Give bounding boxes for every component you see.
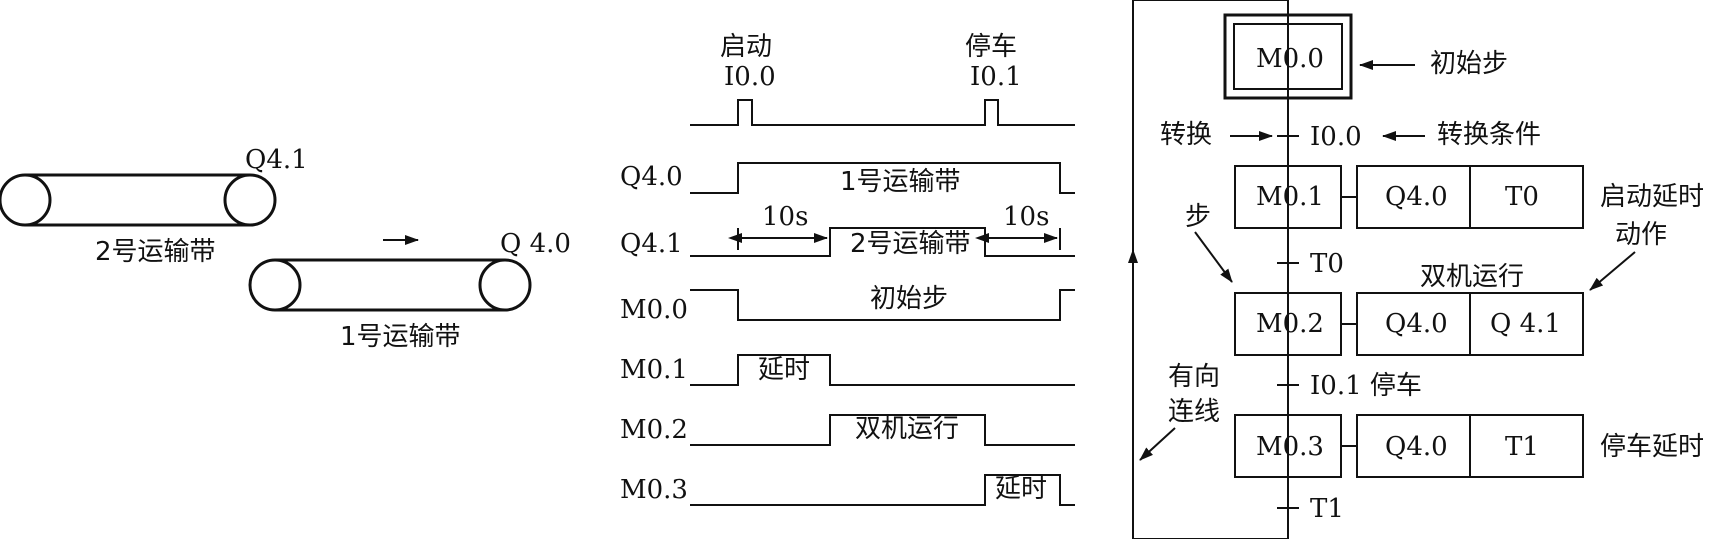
trace-text-m03: 延时 [995,474,1047,504]
transition-condition-note: 转换条件 [1437,120,1541,150]
row-label-m02: M0.2 [620,415,688,445]
input-pulse-trace [690,99,1075,126]
cond-1-label: I0.0 [1310,122,1362,152]
row-label-m01: M0.1 [620,355,688,385]
initial-step-label: M0.0 [1256,44,1324,74]
step-note: 步 [1185,202,1211,232]
belt1-left-pulley [248,258,302,312]
belt2-label: 2号运输带 [95,237,216,267]
cond-3-label: I0.1 停车 [1310,371,1422,401]
step-3-label: M0.3 [1256,432,1324,462]
cond-4-label: T1 [1310,494,1344,524]
trace-text-m00: 初始步 [870,284,948,314]
row-label-q41: Q4.1 [620,229,683,259]
row-label-m03: M0.3 [620,475,688,505]
conveyor-belt-1 [248,258,532,312]
trace-text-q41: 2号运输带 [850,229,971,259]
action-note: 动作 [1615,220,1667,250]
step-2-action-2: Q 4.1 [1490,309,1561,339]
step-3-note: 停车延时 [1600,432,1704,462]
trace-m00 [690,289,1075,321]
step-1-note: 启动延时 [1600,182,1704,212]
cond-2-label: T0 [1310,249,1344,279]
trace-q41 [690,227,1075,257]
trace-text-q40: 1号运输带 [840,167,961,197]
initial-step-inner [1233,23,1343,90]
step-3-action-2: T1 [1505,432,1539,462]
initial-step-note: 初始步 [1430,49,1508,79]
action-note-arrow-icon [1589,251,1636,291]
stop-label: 停车 [965,32,1017,62]
motor-q41-label: Q4.1 [245,145,308,175]
trace-q40 [690,162,1075,194]
link-note-1: 有向 [1168,362,1220,392]
trace-m02 [690,414,1075,446]
trace-text-m02: 双机运行 [855,414,959,444]
step-1-action-2: T0 [1505,182,1539,212]
trace-text-m01: 延时 [758,355,810,385]
motor-q40-label: Q 4.0 [500,229,571,259]
link-note-2: 连线 [1168,397,1220,427]
row-label-q40: Q4.0 [620,162,683,192]
transition-note: 转换 [1160,120,1212,150]
sfc-loop-line [1132,0,1289,539]
step-2-group-label: 双机运行 [1420,262,1524,292]
initial-step-outer [1223,13,1353,100]
trace-m01 [690,354,1075,386]
trace-m03 [690,474,1075,506]
row-label-m00: M0.0 [620,295,688,325]
start-label: 启动 [720,32,772,62]
step-note-arrow-icon [1194,231,1233,283]
belt1-right-pulley [478,258,532,312]
start-input-label: I0.0 [724,62,776,92]
delay-left-label: 10s [762,202,808,232]
link-note-arrow-icon [1139,427,1176,461]
stop-input-label: I0.1 [970,62,1022,92]
belt2-right-pulley [223,173,277,227]
step-1-action-1: Q4.0 [1385,182,1448,212]
belt2-left-pulley [0,173,52,227]
delay-right-label: 10s [1003,202,1049,232]
step-1-label: M0.1 [1256,182,1324,212]
conveyor-belt-2 [0,173,277,227]
step-2-action-1: Q4.0 [1385,309,1448,339]
belt1-label: 1号运输带 [340,322,461,352]
step-3-action-1: Q4.0 [1385,432,1448,462]
step-2-label: M0.2 [1256,309,1324,339]
